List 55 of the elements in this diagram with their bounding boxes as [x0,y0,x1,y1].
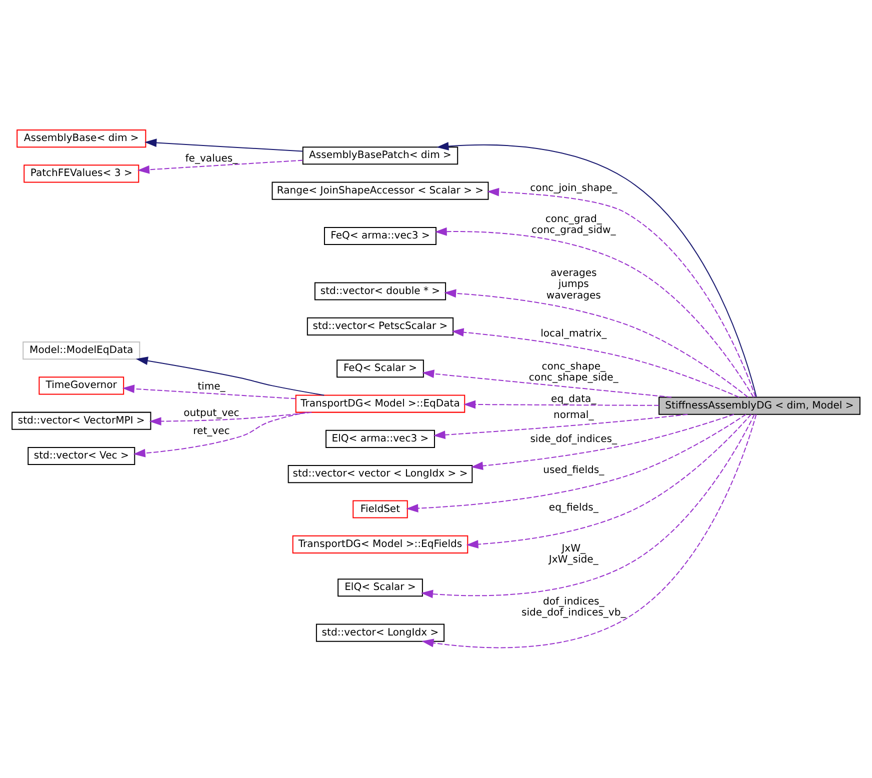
node-box: FeQ< arma::vec3 > [324,226,436,246]
arrow [406,414,746,512]
arrow [122,384,296,400]
edge-label: averages jumps waverages [546,268,601,302]
node-box: Model::ModelEqData [22,341,140,360]
node-box: std::vector< PetscScalar > [306,317,454,336]
arrow [133,412,308,458]
node-box: std::vector< vector < LongIdx > > [288,465,473,484]
node-box: TransportDG< Model >::EqData [295,394,466,413]
edge-label: conc_grad_ conc_grad_sidw_ [532,214,616,236]
edge-label: normal_ [554,410,594,421]
arrow [144,138,303,152]
node-box: StiffnessAssemblyDG < dim, Model > [658,396,860,415]
node-box: std::vector< Vec > [28,446,136,466]
arrow [422,414,757,648]
edge-label: conc_join_shape_ [530,182,618,194]
node-box: TransportDG< Model >::EqFields [292,535,468,554]
node-box: TimeGovernor [38,376,124,395]
node-box: std::vector< double * > [314,282,446,300]
node-box: FieldSet [352,500,408,518]
arrow [452,328,740,398]
edge-label: JxW_ JxW_side_ [548,543,598,566]
edge-label: used_fields_ [543,465,604,476]
edge-label: eq_data_ [551,394,596,405]
node-box: PatchFEValues< 3 > [24,164,140,183]
arrow [420,414,755,598]
edge-label: time_ [198,382,226,393]
arrow [436,142,757,397]
arrow [422,370,672,398]
edge-label: side_dof_indices_ [530,434,618,445]
edge-label: eq_fields_ [548,502,598,514]
edge-label: local_matrix_ [540,328,607,340]
arrow [434,227,754,398]
arrow [486,188,756,397]
edge-label: output_vec [184,408,240,419]
node-box: AssemblyBase< dim > [16,130,146,148]
arrow [470,414,734,470]
arrow [466,414,752,548]
node-box: ElQ< arma::vec3 > [326,430,435,448]
node-box: FeQ< Scalar > [336,360,424,378]
node-box: ElQ< Scalar > [338,578,423,597]
edge-label: ret_vec [193,426,230,437]
node-box: AssemblyBasePatch< dim > [302,146,458,165]
node-box: std::vector< LongIdx > [316,624,445,642]
edge-label: conc_shape_ conc_shape_side_ [528,362,618,384]
node-box: Range< JoinShapeAccessor < Scalar > > [272,182,489,200]
arrow [149,412,312,426]
arrow [137,160,303,174]
arrow [444,289,748,398]
arrow [136,356,324,396]
node-box: std::vector< VectorMPI > [12,412,152,430]
arrow [463,400,659,409]
edge-label: fe_values_ [185,154,238,165]
arrow [433,414,688,440]
edge-label: dof_indices_ side_dof_indices_vb_ [522,596,626,619]
